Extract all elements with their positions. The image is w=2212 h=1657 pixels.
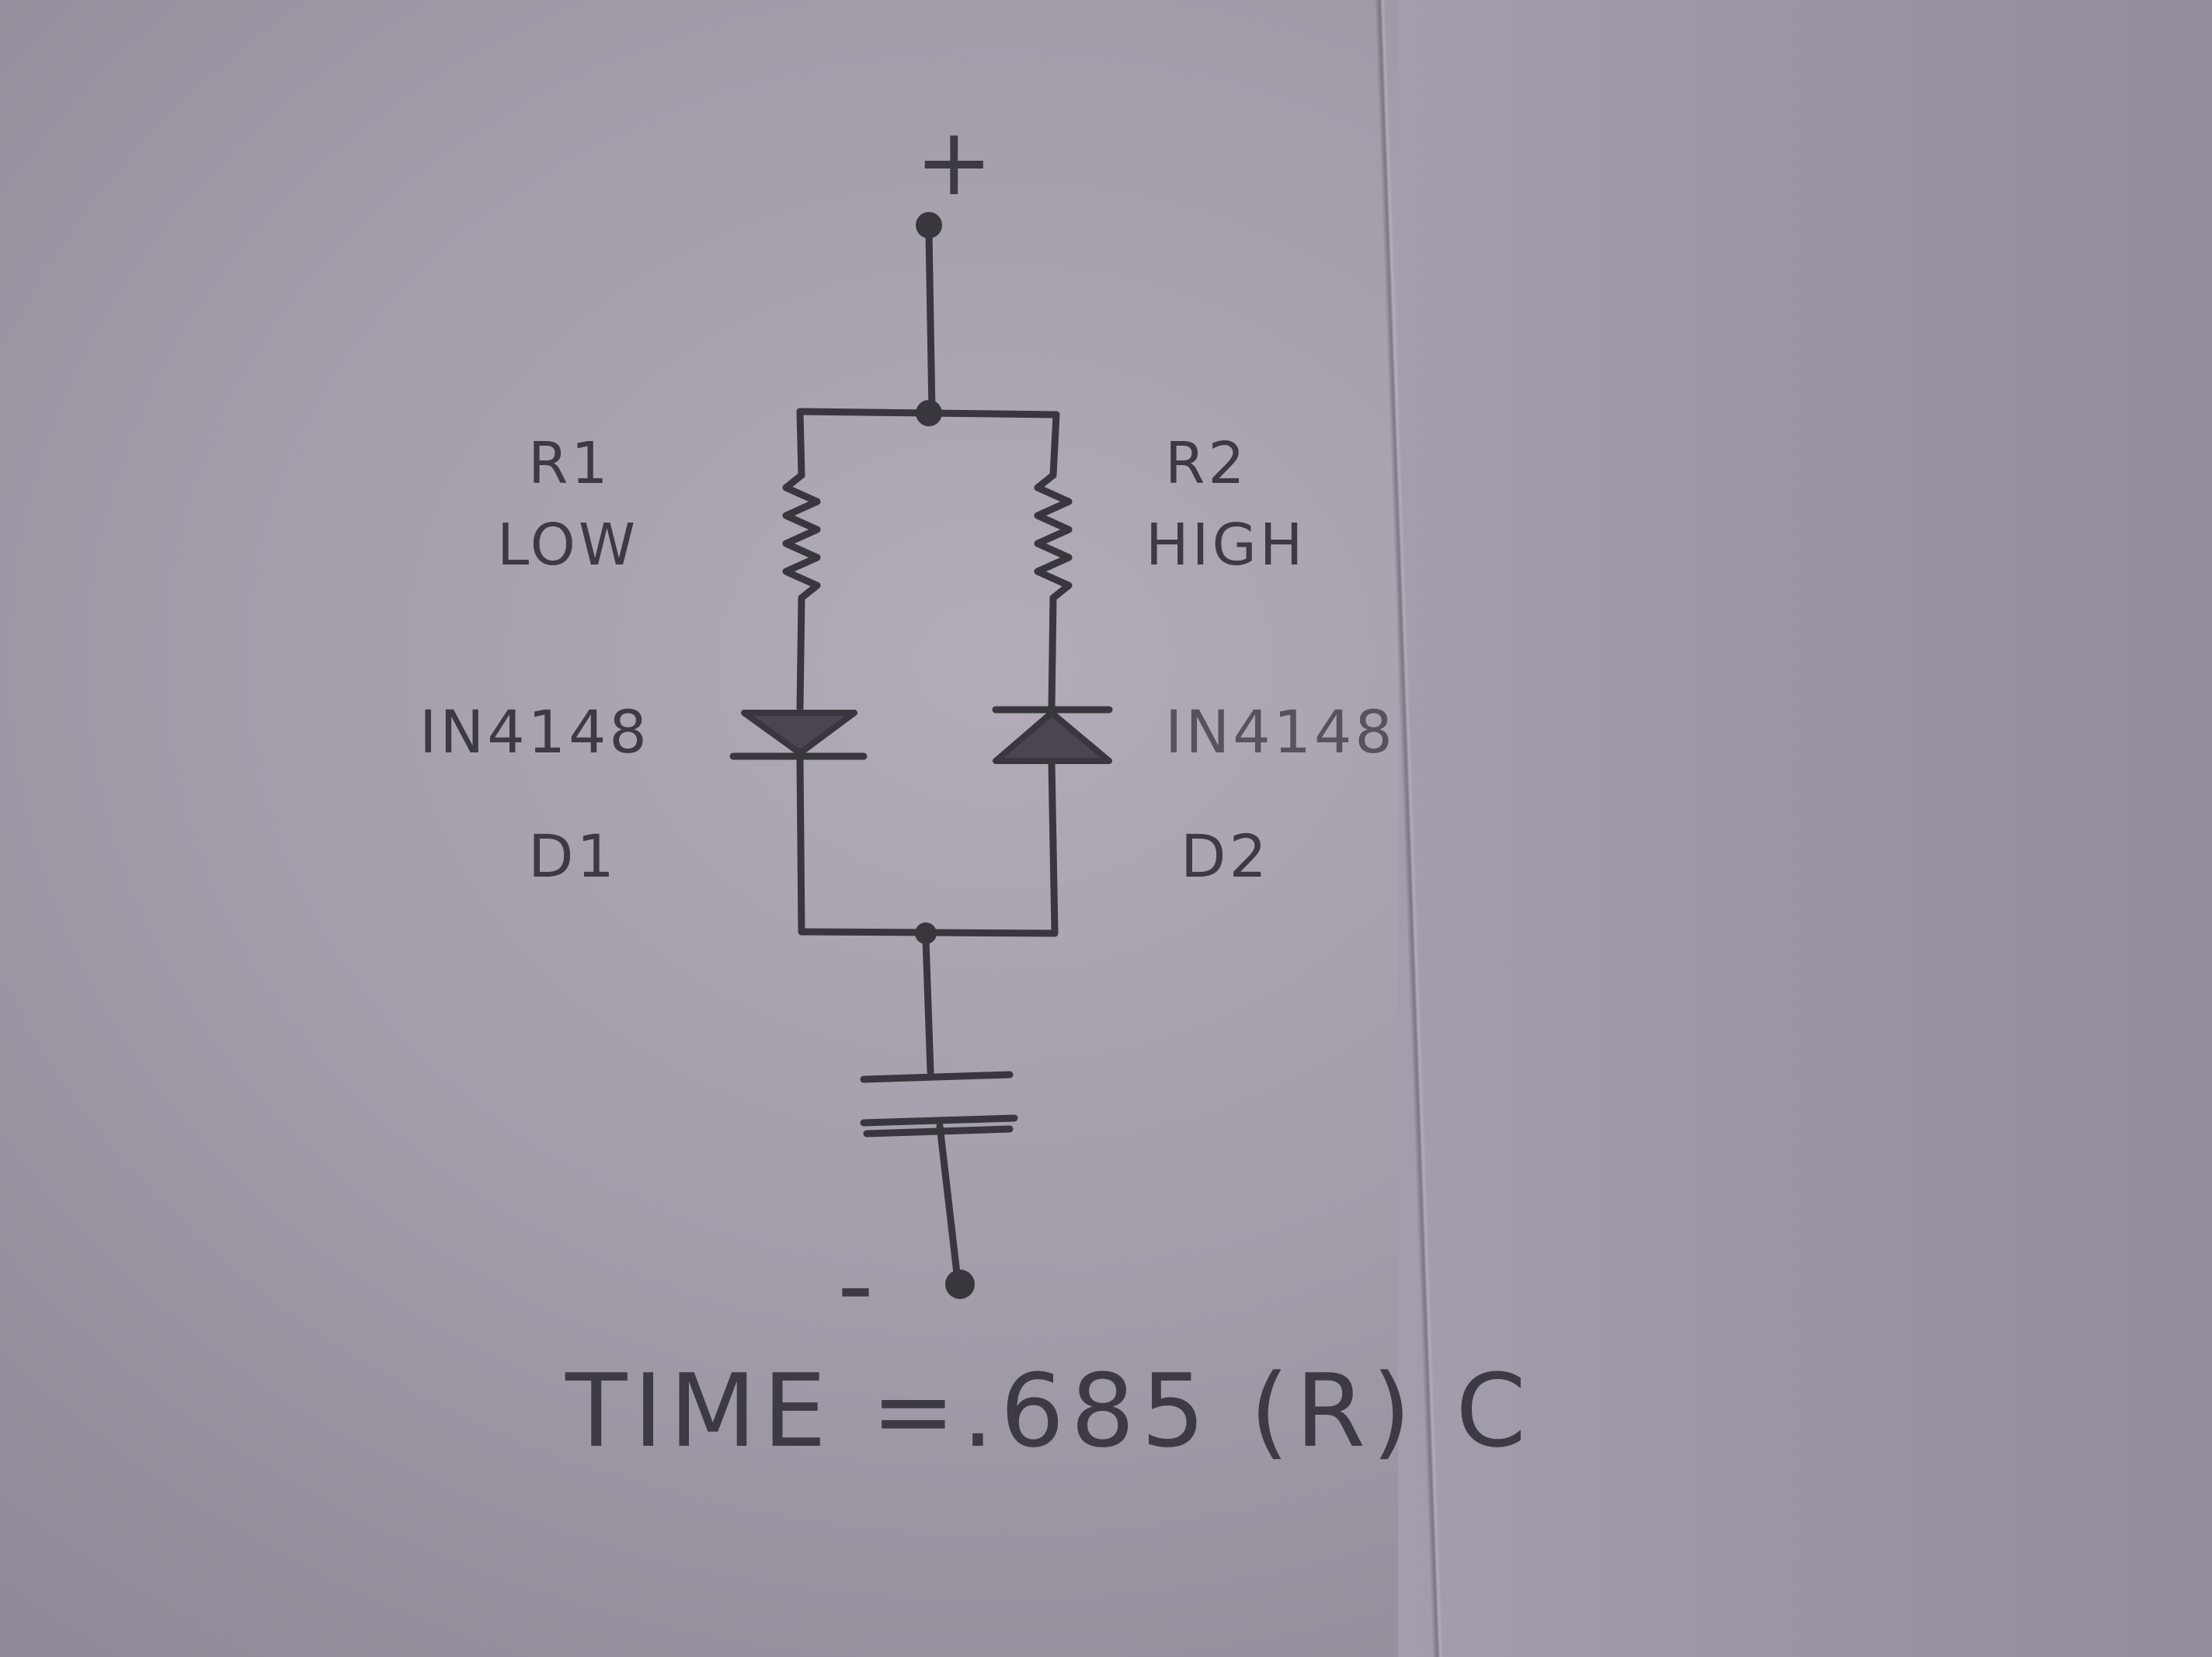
r2-top-wire (1049, 411, 1060, 479)
r2-value-label: HIGH (1146, 512, 1306, 578)
capacitor-bottom-wire (936, 1122, 961, 1277)
positive-terminal (916, 212, 942, 238)
d2-name-label: D2 (1181, 822, 1270, 891)
negative-terminal-label: - (837, 1226, 877, 1344)
positive-lead-wire (925, 229, 936, 415)
diode-d2 (993, 710, 1112, 764)
r2-d2-wire (1048, 594, 1057, 712)
d2-bottom-wire (1048, 759, 1059, 936)
diode-d1 (741, 710, 857, 756)
top-bus-wire (796, 408, 1060, 419)
r1-top-wire (796, 408, 805, 479)
capacitor-top-plate (860, 1071, 1014, 1083)
d2-part-label: IN4148 (1165, 697, 1396, 766)
resistor-r2 (1034, 471, 1073, 602)
resistor-r1 (782, 471, 821, 602)
r1-d1-wire (796, 594, 805, 712)
r2-name-label: R2 (1165, 430, 1248, 497)
paper-sheet-right (1398, 0, 2212, 1657)
r1-value-label: LOW (497, 512, 639, 578)
bottom-junction (915, 922, 937, 944)
timing-formula: TIME =.685 (R) C (565, 1352, 1532, 1470)
d1-bottom-wire (796, 756, 805, 936)
d1-name-label: D1 (528, 822, 617, 891)
r1-name-label: R1 (528, 430, 611, 497)
capacitor-bottom-plate (860, 1114, 1018, 1127)
positive-terminal-label: + (915, 109, 996, 217)
capacitor-top-wire (922, 936, 934, 1075)
negative-terminal (945, 1270, 975, 1299)
d1-part-label: IN4148 (419, 697, 650, 766)
